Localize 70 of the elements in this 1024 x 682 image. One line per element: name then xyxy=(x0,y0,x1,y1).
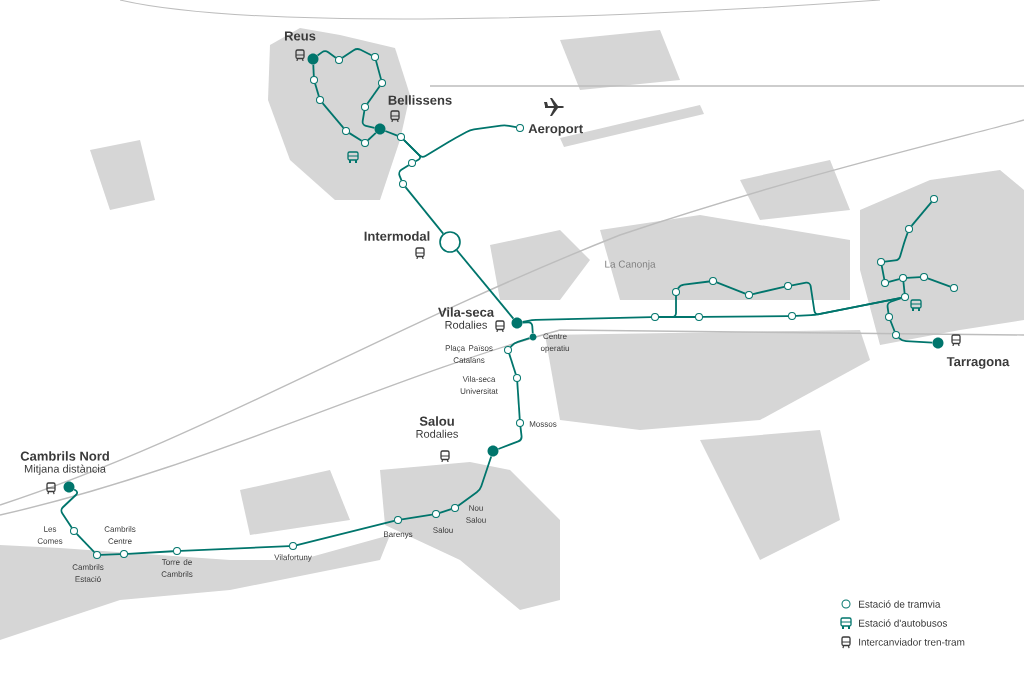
station-name: Nou Salou xyxy=(466,505,486,523)
tram-line xyxy=(100,553,121,556)
station-name: Tarragona xyxy=(946,357,1010,369)
tram-line xyxy=(752,286,785,295)
tram-line xyxy=(508,352,517,376)
station-name: Intermodal xyxy=(364,231,430,241)
tram-line xyxy=(366,85,381,105)
tram-line xyxy=(341,48,373,59)
tram-line xyxy=(906,276,921,279)
tram-line xyxy=(75,533,96,553)
station-name: Reus xyxy=(284,31,316,41)
tram-line xyxy=(926,277,952,288)
tram-line xyxy=(384,130,399,137)
station-name: Aeroport xyxy=(528,124,583,136)
tram-line xyxy=(715,281,747,295)
area-label: La Canonja xyxy=(605,260,656,270)
tram-line xyxy=(897,336,934,344)
tram-line xyxy=(312,63,315,77)
tram-line xyxy=(401,513,433,521)
station-name: Vila-seca Universitat xyxy=(460,376,498,394)
station-name: Salou xyxy=(433,527,453,533)
tram-line xyxy=(348,132,363,142)
legend-label: Estació de tramvia xyxy=(859,600,941,608)
tram-line xyxy=(60,488,79,529)
tram-line xyxy=(316,50,337,59)
tram-line xyxy=(889,319,896,333)
tram-line xyxy=(402,138,422,163)
station-name: Torre de Cambrils xyxy=(161,559,193,577)
tram-line xyxy=(521,316,652,323)
tram-line xyxy=(884,231,909,263)
tram-line xyxy=(521,321,534,335)
tram-line xyxy=(795,296,902,317)
legend-label: Estació d'autobusos xyxy=(859,619,948,627)
station-name: Cambrils Nord Mitjana distància xyxy=(20,451,109,475)
tram-line xyxy=(314,82,320,98)
tram-line xyxy=(880,265,886,280)
tram-line xyxy=(457,455,493,507)
station-name: Plaça Països Catalans xyxy=(445,345,493,363)
tram-line xyxy=(456,249,515,320)
tram-line xyxy=(367,132,377,142)
station-name: Les Comes xyxy=(37,526,63,544)
tram-line xyxy=(404,186,445,235)
tram-line xyxy=(886,297,903,314)
station-name: Vilafortuny xyxy=(274,554,312,562)
station-name: Salou Rodalies xyxy=(416,416,458,438)
tram-line xyxy=(375,59,382,81)
tram-line xyxy=(296,520,395,546)
tram-line xyxy=(902,281,906,294)
tram-line xyxy=(180,545,290,552)
station-name: Cambrils Estació xyxy=(72,564,104,582)
tram-line xyxy=(702,315,789,318)
tram-line xyxy=(910,201,933,227)
tram-line xyxy=(887,278,901,283)
tram-line xyxy=(509,337,531,348)
tram-line xyxy=(658,295,677,318)
station-name: Centre operatiu xyxy=(540,333,569,353)
station-name: Mossos xyxy=(529,421,557,427)
tram-line xyxy=(321,102,345,129)
tram-line xyxy=(127,550,174,555)
station-name: Cambrils Centre xyxy=(104,526,136,544)
tram-line xyxy=(497,426,523,450)
tram-line xyxy=(398,164,410,182)
legend-label: Intercanviador tren-tram xyxy=(859,638,965,646)
tram-line xyxy=(677,280,710,290)
tram-line xyxy=(438,508,453,514)
station-name: Vila-seca Rodalies xyxy=(438,307,495,329)
station-name: Barenys xyxy=(384,531,413,539)
station-name: Bellissens xyxy=(388,95,452,105)
tram-line xyxy=(361,110,376,129)
tram-line xyxy=(516,381,521,420)
